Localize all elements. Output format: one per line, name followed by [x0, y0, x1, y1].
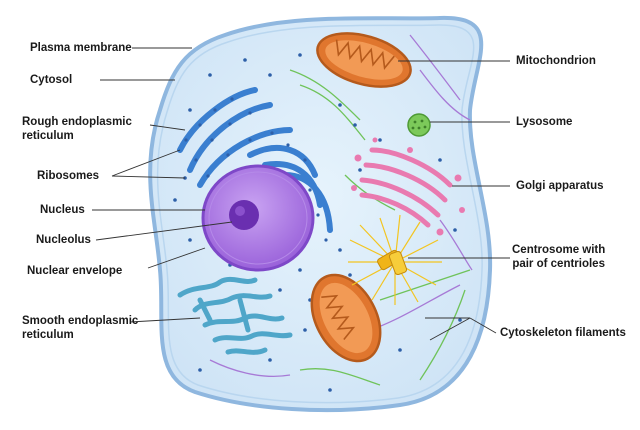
label-mitochondrion: Mitochondrion	[516, 55, 596, 67]
nucleolus-highlight	[235, 206, 245, 216]
label-cytoskeleton: Cytoskeleton filaments	[500, 327, 626, 339]
plasma-membrane-inner	[156, 24, 483, 404]
smooth-er-shape	[177, 276, 293, 355]
label-cytosol: Cytosol	[30, 74, 73, 86]
nuclear-envelope-inner	[208, 171, 308, 265]
label-smooth-er: Smooth endoplasmic reticulum	[22, 315, 139, 341]
mitochondrion-top	[316, 32, 412, 88]
cytoskeleton-filaments	[209, 34, 473, 386]
label-golgi: Golgi apparatus	[516, 180, 604, 192]
mitochondrion-bottom	[310, 273, 382, 363]
label-nuclear-envelope: Nuclear envelope	[27, 265, 123, 277]
label-nucleolus: Nucleolus	[36, 234, 91, 246]
nucleolus-shape	[229, 200, 259, 230]
leader-lines	[92, 47, 510, 341]
lysosome-shape	[407, 113, 431, 137]
golgi-vesicles	[351, 137, 465, 236]
lysosome-dots	[411, 119, 427, 130]
label-centrosome: Centrosome with pair of centrioles	[512, 244, 606, 270]
golgi-apparatus-shape	[359, 147, 453, 228]
label-lysosome: Lysosome	[516, 116, 573, 128]
centrosome-shape	[348, 214, 442, 305]
label-nucleus: Nucleus	[40, 204, 85, 216]
rough-er-ribosome-dots	[184, 97, 328, 242]
label-plasma-membrane: Plasma membrane	[30, 42, 132, 54]
label-ribosomes: Ribosomes	[37, 170, 99, 182]
label-rough-er: Rough endoplasmic reticulum	[22, 116, 132, 142]
